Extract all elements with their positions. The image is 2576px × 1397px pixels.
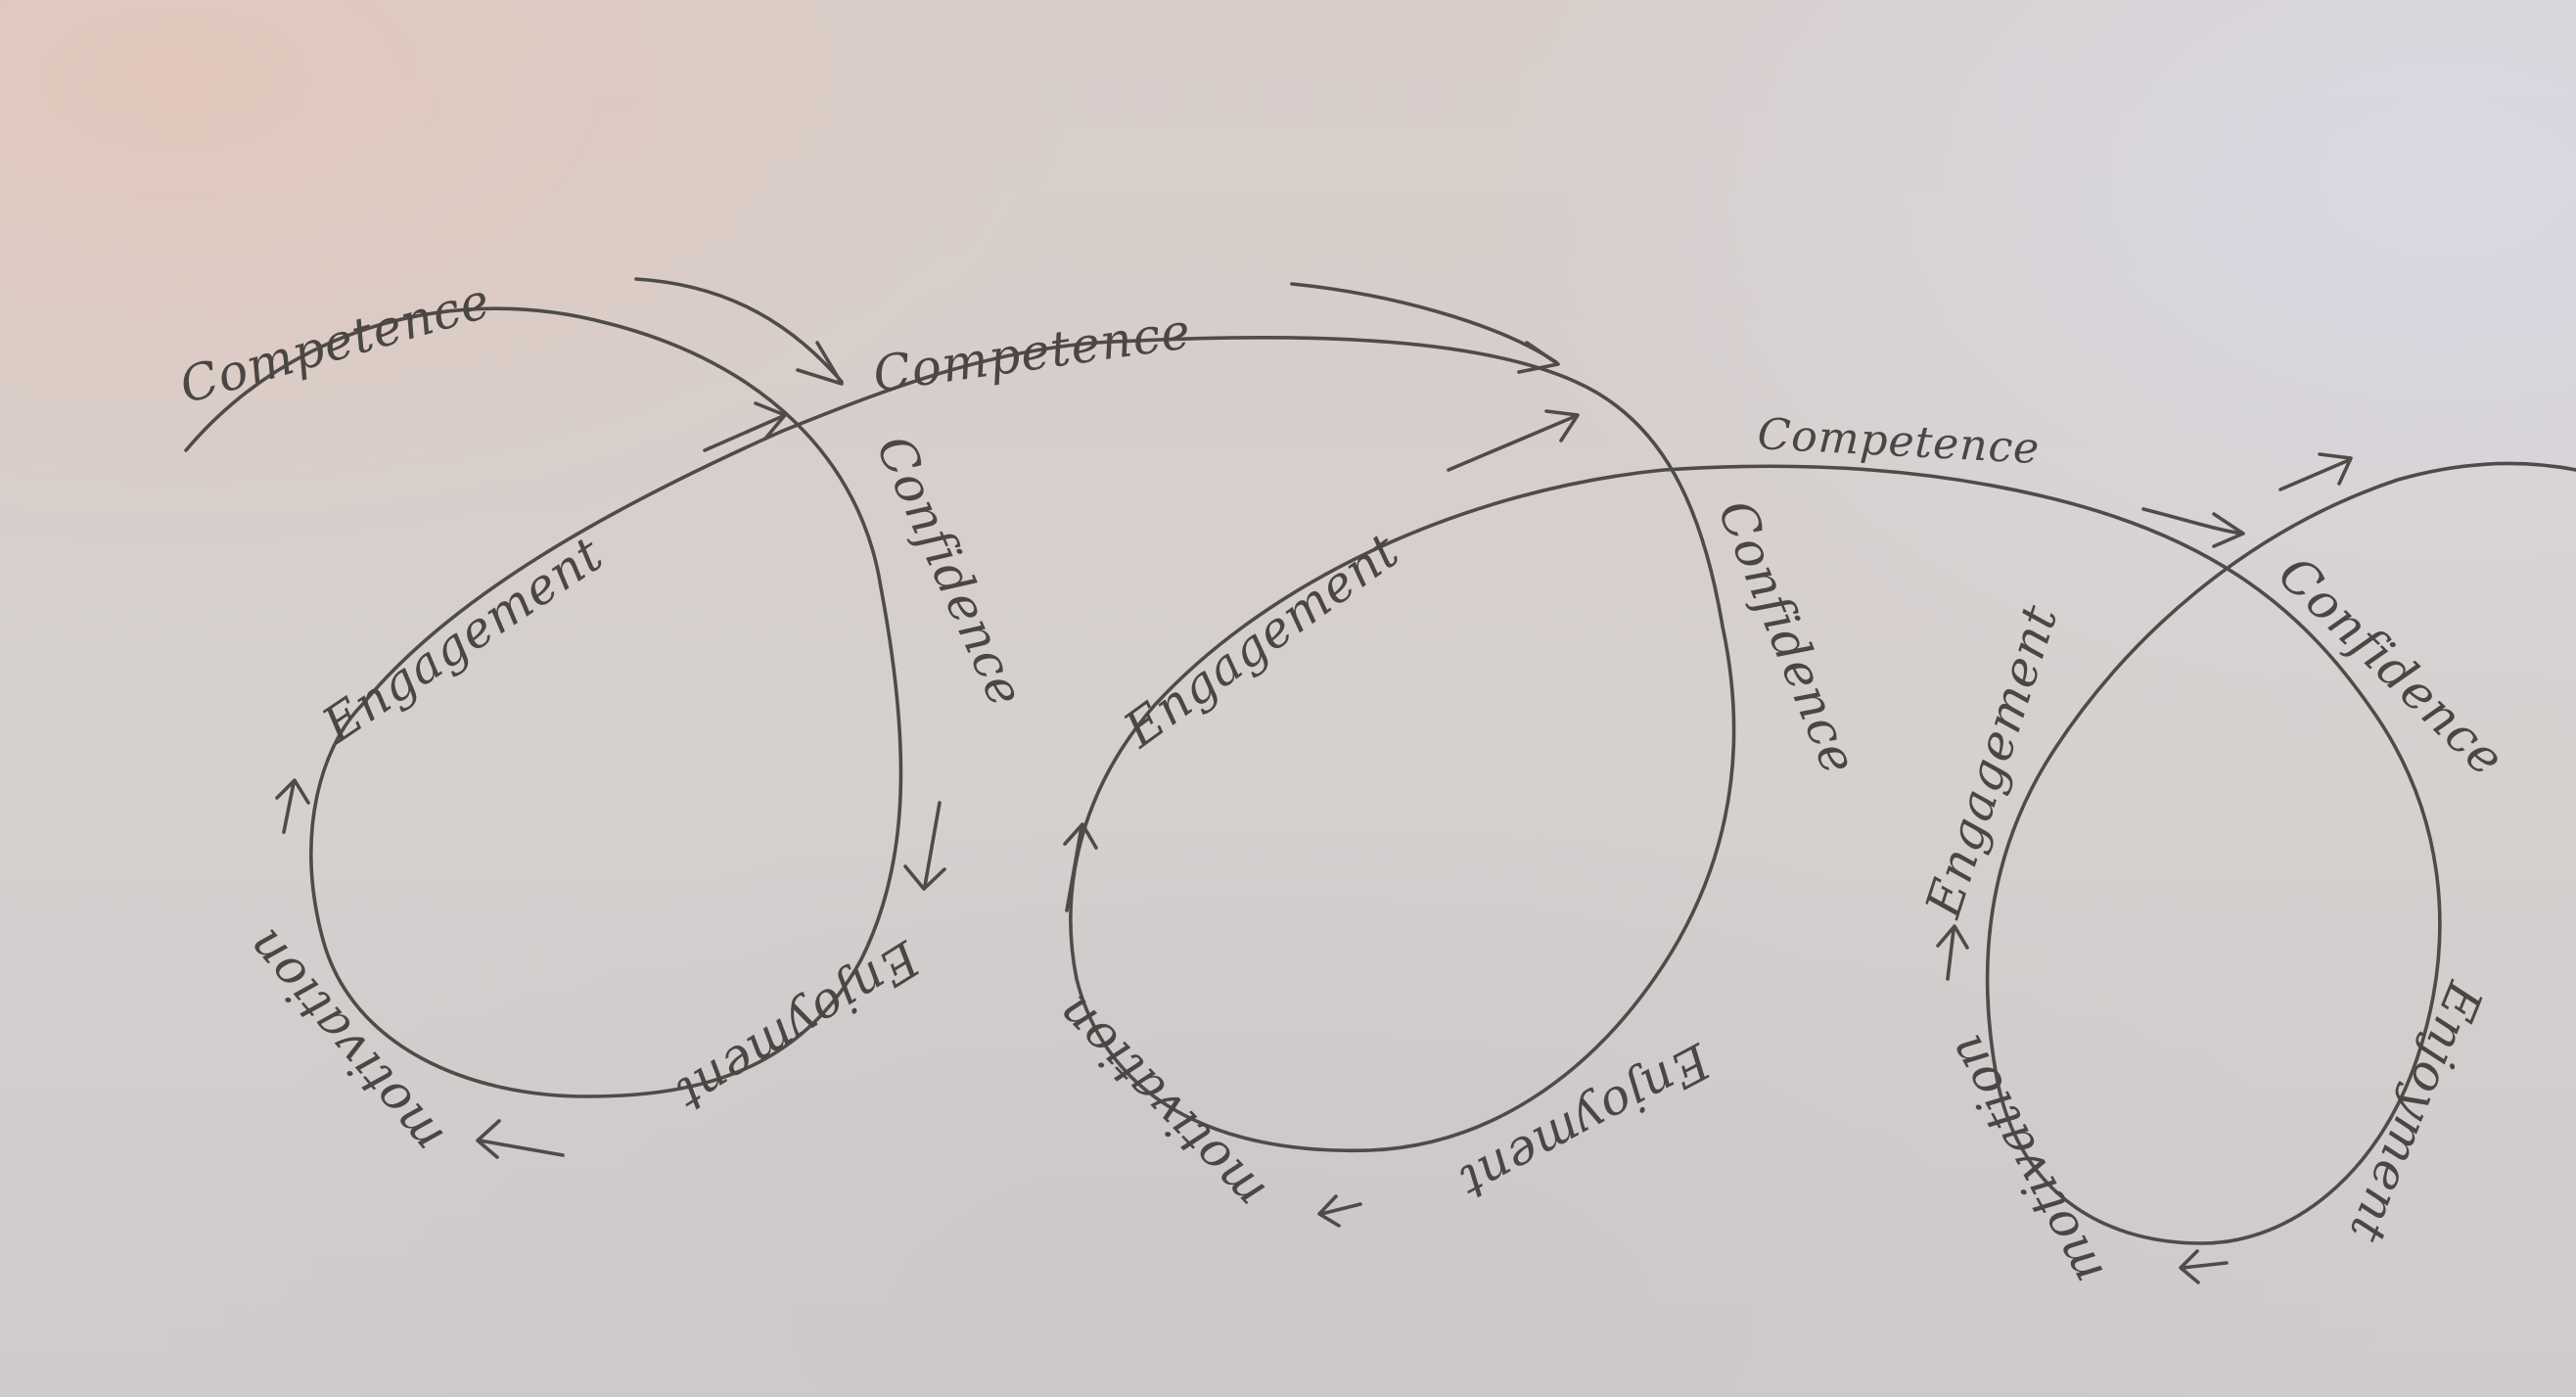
spiral-loop-1 [184,306,2576,1245]
arrow-competence-to-confidence-2 [1290,282,1560,374]
label-motivation-3: motivation [1936,1025,2115,1293]
label-enjoyment-3: Enjoyment [2338,974,2494,1251]
label-motivation-1: motivation [235,918,454,1165]
label-competence-2: Competence [1756,409,2041,474]
label-motivation-2: motivation [1044,984,1275,1221]
arrow-engagement-to-competence-1 [703,401,787,452]
arrow-enjoyment-to-motivation-1 [476,1119,565,1159]
arrow-competence-to-confidence-1 [634,277,844,386]
arrow-competence-to-confidence-3 [2141,507,2245,548]
arrow-motivation-to-engagement-3 [1936,924,1969,981]
label-competence-1b: Competence [870,303,1195,403]
arrow-enjoyment-to-motivation-3 [2179,1249,2229,1284]
arrow-motivation-to-engagement-2 [1063,822,1098,912]
label-engagement-1: Engagement [311,526,613,755]
arrow-enjoyment-to-motivation-2 [1317,1194,1362,1228]
label-confidence-2: Confidence [1707,492,1868,783]
label-confidence-3: Confidence [2268,545,2516,788]
label-confidence-1: Confidence [865,427,1035,715]
arrow-motivation-to-engagement-1 [275,778,310,834]
arrow-confidence-to-enjoyment-1 [903,801,946,891]
arrow-engagement-to-competence-2 [1447,409,1580,472]
label-competence-1: Competence [173,272,496,415]
label-engagement-2: Engagement [1113,522,1409,759]
label-enjoyment-1: Enjoyment [666,929,930,1124]
arrow-engagement-to-competence-3 [2278,452,2353,491]
